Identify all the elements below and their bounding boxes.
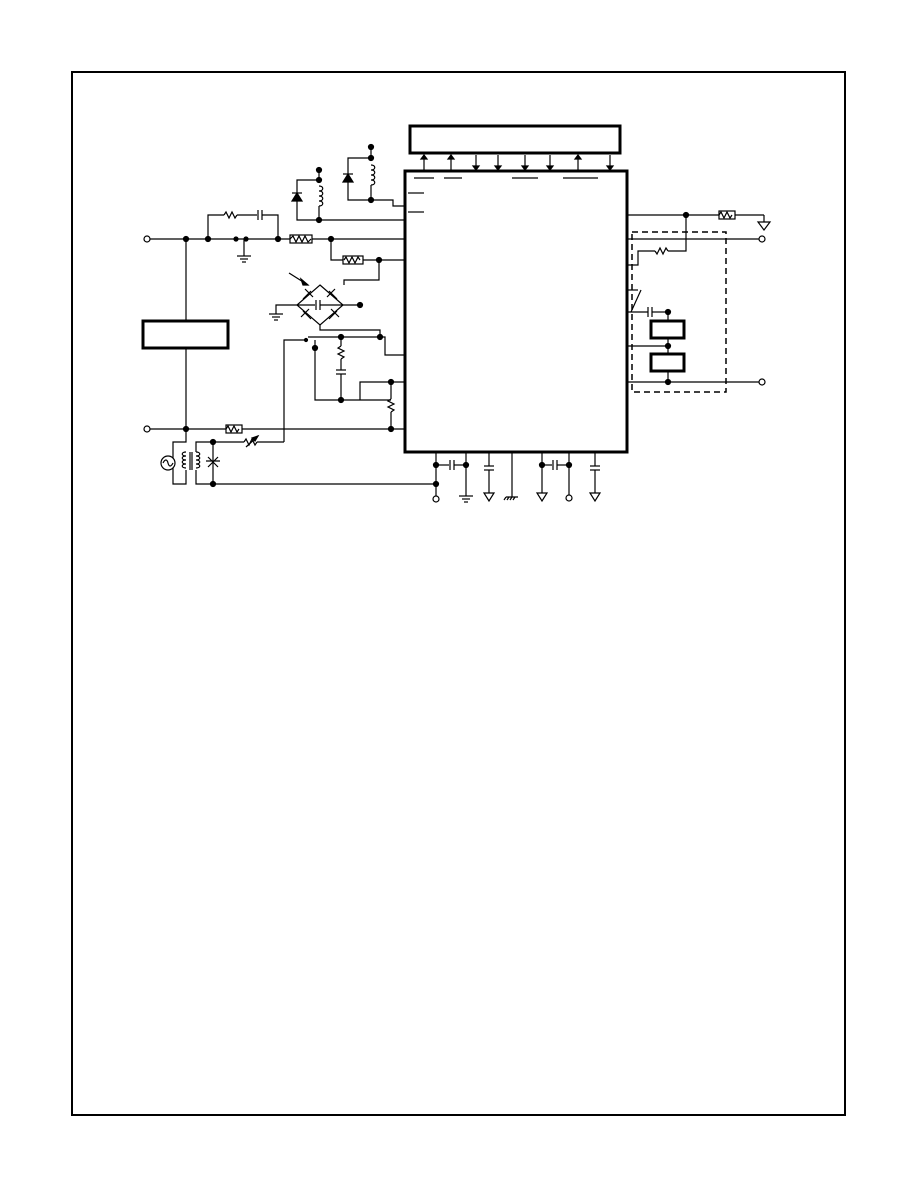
right-network [627,210,772,393]
relay-upper [649,319,686,340]
middle-network [225,333,405,442]
top-block [408,124,622,155]
relay-lower [649,352,686,373]
diode-bridge [269,272,381,337]
ac-source [160,429,436,488]
main-ic [403,169,629,454]
coil-diode-left [290,166,405,224]
bus-arrows [419,154,615,171]
bottom-pins [432,452,602,503]
page-frame [71,71,846,1116]
ic-overbars [408,177,598,213]
left-block [141,319,230,350]
relay-dashed-box [631,231,727,393]
left-network [141,210,405,433]
coil-diode-right [341,143,405,207]
